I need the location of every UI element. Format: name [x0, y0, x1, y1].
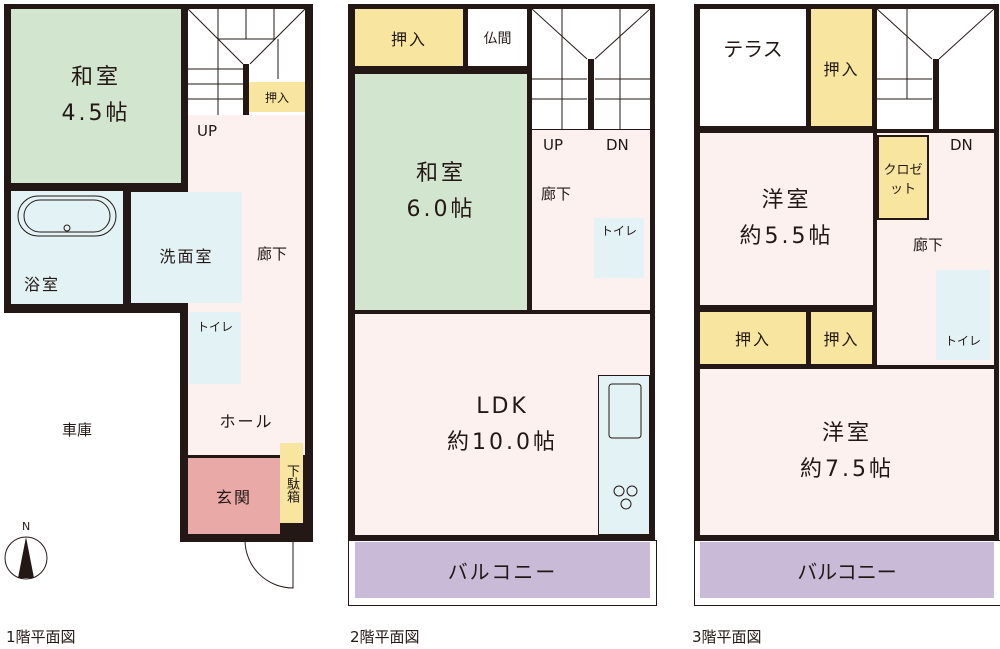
room-hall: ホール [188, 386, 305, 454]
room-name: 洋室 [821, 421, 872, 446]
corridor-label: 廊下 [913, 236, 944, 254]
closet-oshiire-3f-right: 押入 [811, 312, 872, 364]
label: 仏間 [483, 30, 512, 47]
room-youshitsu-7-5: 洋室 約7.5帖 [700, 369, 994, 535]
label: バルコニー [797, 559, 897, 584]
walk-in-closet: クロゼット [877, 135, 929, 220]
room-toilet-3f: トイレ [936, 270, 990, 360]
label: 洗面室 [159, 246, 214, 266]
label: 玄関 [215, 488, 252, 507]
room-size: 約10.0帖 [447, 429, 558, 455]
compass-icon: N [2, 520, 50, 582]
staircase-2f [532, 9, 650, 129]
label: 押入 [390, 29, 427, 49]
room-name: 和室 [70, 65, 121, 90]
kitchen-counter [598, 375, 650, 535]
room-name: 和室 [415, 161, 466, 186]
room-washitsu-1f: 和室 4.5帖 [11, 9, 181, 183]
staircase-3f [877, 9, 994, 129]
floor-2-caption: 2階平面図 [350, 628, 420, 646]
room-washroom: 洗面室 [131, 192, 242, 303]
room-size: 約5.5帖 [739, 224, 834, 249]
balcony-2f: バルコニー [355, 542, 650, 598]
label: 押入 [264, 90, 289, 105]
label: トイレ [196, 319, 233, 334]
label: トイレ [944, 333, 981, 348]
sink-stove-icon [608, 383, 642, 510]
room-bath: 浴室 [11, 191, 123, 304]
label: トイレ [600, 223, 637, 238]
closet-oshiire-3f-left: 押入 [700, 312, 806, 364]
balcony-3f: バルコニー [700, 542, 994, 598]
corridor-label: 廊下 [257, 245, 288, 263]
dn-label: DN [950, 136, 973, 154]
up-label: UP [197, 122, 218, 140]
up-label: UP [543, 136, 564, 154]
corridor-label: 廊下 [541, 185, 572, 203]
garage-label: 車庫 [62, 421, 93, 439]
label: ホール [219, 412, 274, 431]
closet-oshiire-2f: 押入 [355, 9, 463, 66]
label: 下駄箱 [284, 463, 299, 503]
floor-1-caption: 1階平面図 [6, 628, 76, 646]
closet-oshiire-3f-top: 押入 [811, 9, 872, 126]
north-label: N [22, 520, 31, 533]
room-size: 6.0帖 [406, 197, 476, 222]
terrace: テラス [700, 9, 806, 126]
shoe-box: 下駄箱 [280, 443, 303, 523]
room-toilet-2f: トイレ [594, 218, 644, 278]
room-youshitsu-5-5: 洋室 約5.5帖 [700, 133, 873, 305]
room-name: 洋室 [761, 188, 812, 213]
label: クロゼット [883, 162, 923, 197]
room-toilet-1f: トイレ [189, 312, 241, 384]
room-entrance: 玄関 [188, 458, 280, 534]
closet-oshiire-1f: 押入 [249, 82, 305, 112]
room-size: 4.5帖 [61, 101, 131, 126]
label: 浴室 [23, 274, 60, 294]
floor-3-caption: 3階平面図 [692, 628, 762, 646]
label: テラス [723, 37, 783, 61]
room-butsuma: 仏間 [468, 9, 527, 66]
dn-label: DN [606, 136, 629, 154]
room-name: LDK [476, 393, 529, 419]
room-size: 約7.5帖 [800, 457, 894, 482]
label: 押入 [823, 330, 860, 349]
label: バルコニー [447, 559, 558, 584]
label: 押入 [823, 59, 860, 79]
label: 押入 [734, 330, 771, 349]
room-washitsu-2f: 和室 6.0帖 [355, 74, 527, 310]
